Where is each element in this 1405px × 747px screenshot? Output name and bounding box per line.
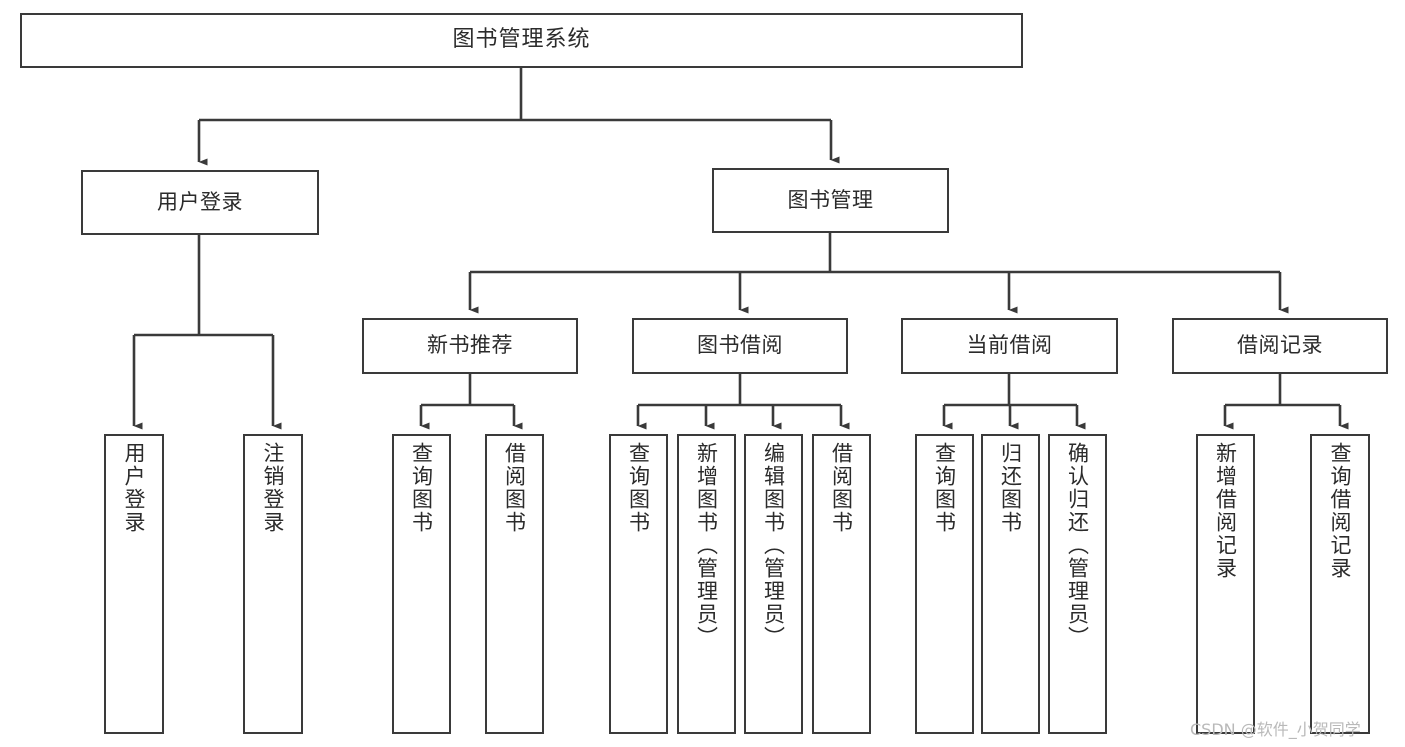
node-book-management-label: 图书管理 — [787, 187, 874, 212]
node-user-login[interactable]: 用户登录 — [81, 170, 319, 235]
node-current-borrow-label: 当前借阅 — [966, 333, 1053, 358]
leaf-confirm-return-admin-label: 确认归还（管理员） — [1065, 442, 1090, 649]
leaf-edit-book-admin-label: 编辑图书（管理员） — [761, 442, 786, 649]
node-borrow-record[interactable]: 借阅记录 — [1172, 318, 1388, 374]
node-root[interactable]: 图书管理系统 — [20, 13, 1023, 68]
leaf-query-book-current[interactable]: 查询图书 — [915, 434, 974, 734]
node-book-management[interactable]: 图书管理 — [712, 168, 949, 233]
leaf-add-borrow-record[interactable]: 新增借阅记录 — [1196, 434, 1255, 734]
leaf-query-borrow-record-label: 查询借阅记录 — [1328, 442, 1353, 580]
leaf-user-login-label: 用户登录 — [122, 442, 147, 534]
node-user-login-label: 用户登录 — [157, 189, 243, 214]
leaf-query-book-recommend[interactable]: 查询图书 — [392, 434, 451, 734]
node-book-borrow-label: 图书借阅 — [697, 333, 783, 358]
leaf-confirm-return-admin[interactable]: 确认归还（管理员） — [1048, 434, 1107, 734]
leaf-edit-book-admin[interactable]: 编辑图书（管理员） — [744, 434, 803, 734]
leaf-query-book-borrow-label: 查询图书 — [626, 442, 651, 534]
leaf-logout[interactable]: 注销登录 — [243, 434, 303, 734]
leaf-return-book-label: 归还图书 — [998, 442, 1023, 534]
leaf-borrow-book[interactable]: 借阅图书 — [812, 434, 871, 734]
leaf-logout-label: 注销登录 — [261, 442, 286, 534]
leaf-user-login[interactable]: 用户登录 — [104, 434, 164, 734]
node-new-book-recommend[interactable]: 新书推荐 — [362, 318, 578, 374]
leaf-query-book-recommend-label: 查询图书 — [409, 442, 434, 534]
node-root-label: 图书管理系统 — [452, 27, 591, 53]
leaf-query-book-borrow[interactable]: 查询图书 — [609, 434, 668, 734]
leaf-add-book-admin[interactable]: 新增图书（管理员） — [677, 434, 736, 734]
leaf-borrow-book-label: 借阅图书 — [829, 442, 854, 534]
leaf-add-borrow-record-label: 新增借阅记录 — [1213, 442, 1238, 580]
leaf-borrow-book-recommend[interactable]: 借阅图书 — [485, 434, 544, 734]
node-borrow-record-label: 借阅记录 — [1237, 333, 1323, 358]
node-current-borrow[interactable]: 当前借阅 — [901, 318, 1118, 374]
leaf-borrow-book-recommend-label: 借阅图书 — [502, 442, 527, 534]
node-new-book-recommend-label: 新书推荐 — [427, 333, 513, 358]
leaf-add-book-admin-label: 新增图书（管理员） — [694, 442, 719, 649]
leaf-query-book-current-label: 查询图书 — [932, 442, 957, 534]
leaf-return-book[interactable]: 归还图书 — [981, 434, 1040, 734]
node-book-borrow[interactable]: 图书借阅 — [632, 318, 848, 374]
leaf-query-borrow-record[interactable]: 查询借阅记录 — [1310, 434, 1370, 734]
